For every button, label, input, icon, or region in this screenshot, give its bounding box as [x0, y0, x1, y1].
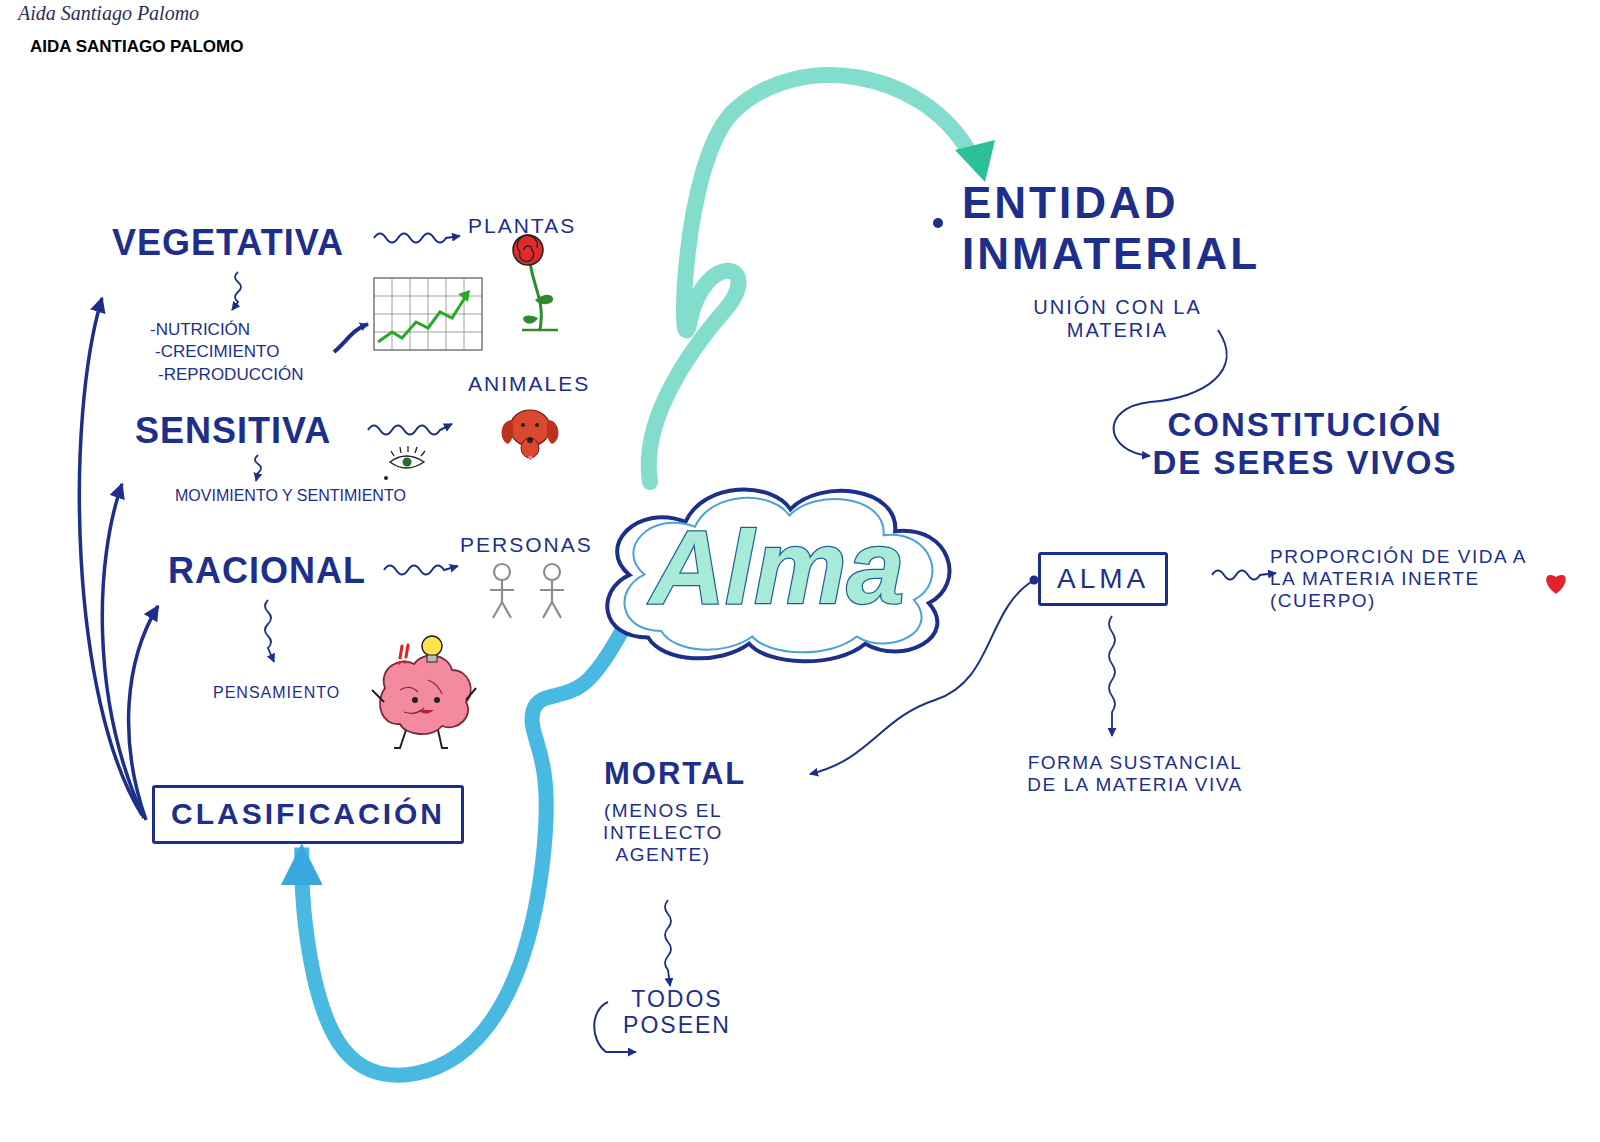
function-item: -CRECIMIENTO: [155, 342, 279, 362]
example-label: PERSONAS: [460, 533, 593, 557]
squiggle-down: [1109, 616, 1115, 736]
squiggle-arrow: [368, 424, 452, 435]
example-label: ANIMALES: [468, 372, 590, 396]
growth-arrow: [334, 324, 368, 352]
function-item: -NUTRICIÓN: [150, 320, 250, 340]
concept-title: ENTIDAD INMATERIAL: [962, 178, 1362, 279]
squiggle-down: [265, 600, 274, 662]
concept-title: CONSTITUCIÓN DE SERES VIVOS: [1150, 406, 1460, 482]
concept-title: MORTAL: [604, 756, 746, 792]
ribbon-arrow: [649, 75, 968, 482]
bullet: [933, 218, 943, 228]
squiggle-down: [255, 455, 261, 481]
note-text: PROPORCIÓN DE VIDA A LA MATERIA INERTE (…: [1270, 546, 1540, 612]
squiggle-down: [232, 272, 241, 310]
function-item: -REPRODUCCIÓN: [158, 365, 303, 385]
squiggle-arrow: [1212, 571, 1276, 580]
note-text: (MENOS EL INTELECTO AGENTE): [568, 800, 758, 866]
brain-drawing: [372, 636, 476, 748]
ribbon-connector: [302, 624, 626, 1075]
squiggle-arrow: [384, 566, 458, 575]
note-text: UNIÓN CON LA MATERIA: [1010, 296, 1225, 342]
rose-drawing: [513, 235, 558, 330]
category-title: RACIONAL: [168, 550, 366, 591]
growth-chart: [374, 278, 482, 350]
branch-arrow: [79, 298, 142, 815]
central-concept-cloud: Alma: [592, 478, 966, 666]
ribbon-arrowhead: [955, 140, 995, 182]
squiggle-down: [665, 900, 671, 986]
box-label: ALMA: [1057, 563, 1149, 595]
heart-symbol: [1546, 575, 1566, 594]
note-text: FORMA SUSTANCIAL DE LA MATERIA VIVA: [1010, 752, 1260, 796]
central-title: Alma: [650, 508, 904, 628]
concept-box: ALMA: [1038, 552, 1168, 606]
category-title: SENSITIVA: [135, 410, 331, 451]
category-title: VEGETATIVA: [112, 222, 344, 263]
example-label: PLANTAS: [468, 214, 576, 238]
author-handwritten: Aida Santiago Palomo: [18, 2, 199, 25]
eye-symbol: [384, 446, 425, 480]
classification-box: CLASIFICACIÓN: [152, 785, 464, 844]
function-item: PENSAMIENTO: [213, 684, 340, 702]
author-name: AIDA SANTIAGO PALOMO: [30, 37, 243, 57]
box-label: CLASIFICACIÓN: [171, 797, 445, 832]
squiggle-arrow: [374, 234, 460, 243]
function-item: MOVIMIENTO Y SENTIMIENTO: [175, 487, 406, 505]
person-figures: [490, 564, 564, 618]
dog-drawing: [502, 410, 559, 460]
note-text: TODOS POSEEN: [612, 986, 742, 1039]
